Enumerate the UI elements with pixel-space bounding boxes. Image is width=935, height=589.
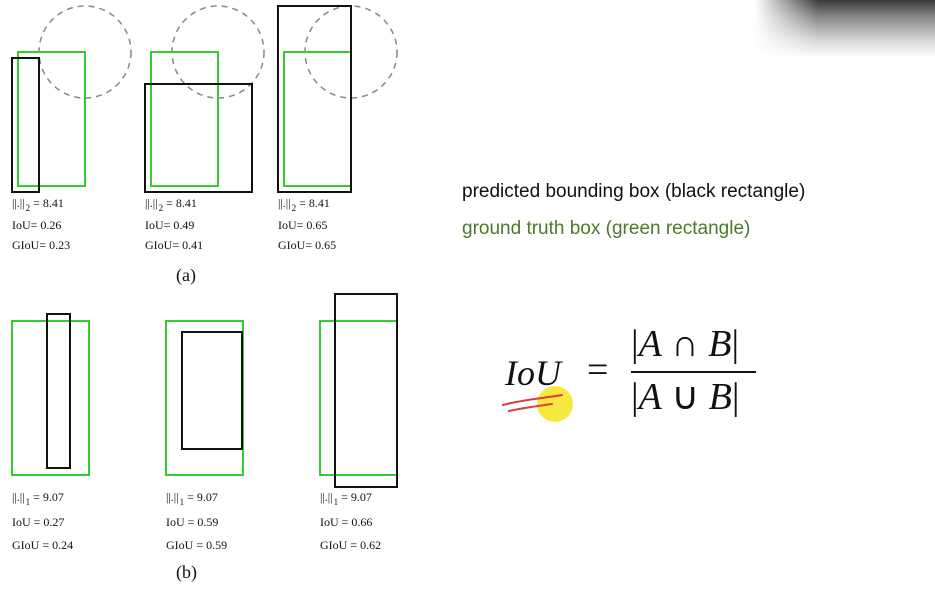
- predicted-box: [334, 293, 398, 488]
- ground-truth-box: [165, 320, 244, 476]
- norm-l2-label: ||.||2 = 8.41: [145, 196, 197, 213]
- norm-l1-label: ||.||1 = 9.07: [320, 490, 372, 507]
- ground-truth-box: [17, 51, 86, 187]
- red-underline-annotation: [502, 394, 563, 406]
- norm-l2-label: ||.||2 = 8.41: [278, 196, 330, 213]
- panel-a-example-3: [277, 5, 398, 193]
- predicted-box: [277, 5, 352, 193]
- giou-value: GIoU = 0.62: [320, 538, 382, 552]
- panel-a-example-2: [144, 5, 265, 193]
- ground-truth-box: [11, 320, 90, 476]
- predicted-box: [144, 83, 253, 193]
- iou-value: IoU = 0.66: [320, 515, 373, 529]
- red-underline-annotation: [508, 403, 553, 412]
- norm-l1-label: ||.||1 = 9.07: [12, 490, 64, 507]
- iou-value: IoU= 0.49: [145, 218, 195, 232]
- ground-truth-box: [150, 51, 219, 187]
- ground-truth-box: [319, 320, 398, 476]
- iou-value: IoU= 0.65: [278, 218, 328, 232]
- formula-denominator: |A ∪ B|: [631, 376, 740, 418]
- giou-value: GIoU= 0.65: [278, 238, 337, 252]
- panel-b-example-3: [319, 293, 398, 488]
- legend-ground-truth: ground truth box (green rectangle): [462, 218, 751, 239]
- predicted-box: [181, 331, 243, 450]
- panel-b-caption: (b): [176, 562, 197, 582]
- panel-a-caption: (a): [176, 265, 196, 285]
- ground-truth-box: [283, 51, 352, 187]
- corner-shadow: [755, 0, 935, 58]
- norm-l1-label: ||.||1 = 9.07: [166, 490, 218, 507]
- cursor-highlight: [537, 386, 573, 422]
- predicted-box: [11, 57, 40, 193]
- iou-value: IoU = 0.27: [12, 515, 65, 529]
- norm-l2-label: ||.||2 = 8.41: [12, 196, 64, 213]
- giou-value: GIoU= 0.41: [145, 238, 204, 252]
- iou-value: IoU= 0.26: [12, 218, 62, 232]
- panel-b-example-2: [165, 320, 244, 476]
- fraction-bar: [631, 371, 756, 373]
- giou-value: GIoU = 0.24: [12, 538, 74, 552]
- formula-lhs: IoU: [505, 353, 561, 393]
- legend-predicted: predicted bounding box (black rectangle): [462, 181, 806, 202]
- predicted-box: [46, 313, 71, 469]
- iou-value: IoU = 0.59: [166, 515, 219, 529]
- formula-numerator: |A ∩ B|: [631, 323, 740, 365]
- giou-value: GIoU = 0.59: [166, 538, 228, 552]
- panel-b-example-1: [11, 313, 90, 476]
- formula-equals: =: [587, 349, 609, 391]
- giou-value: GIoU= 0.23: [12, 238, 71, 252]
- panel-a-example-1: [11, 5, 132, 193]
